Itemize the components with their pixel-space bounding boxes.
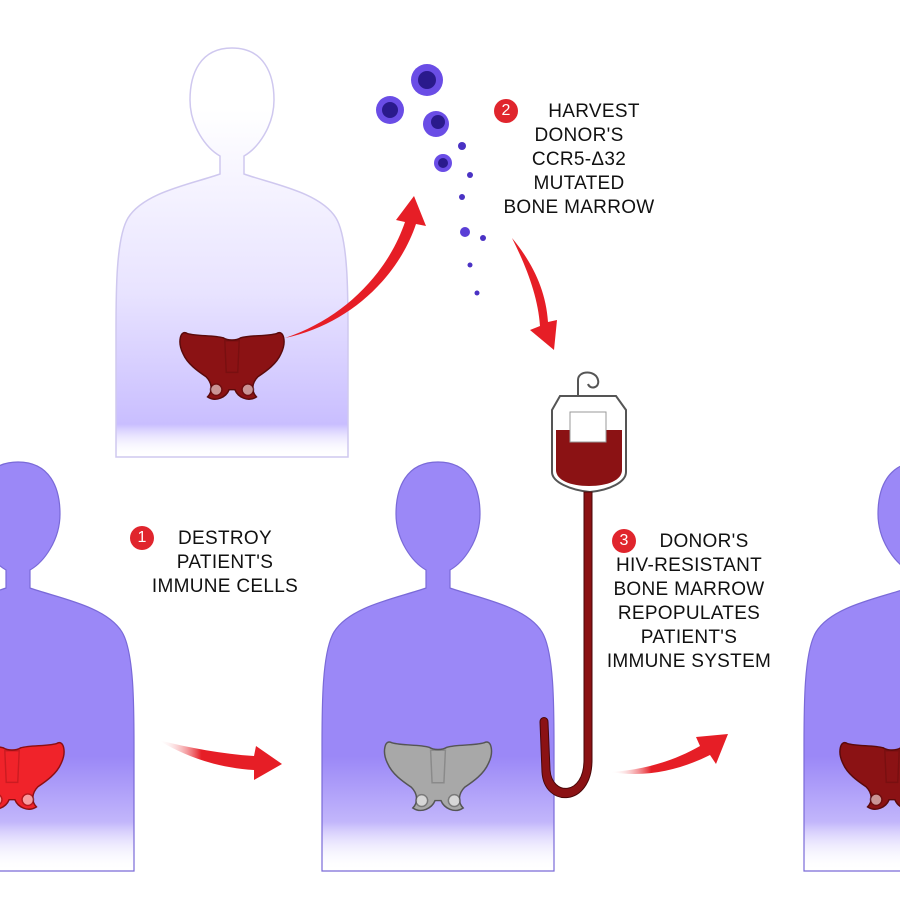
step-3-line: REPOPULATES <box>617 603 761 624</box>
step-1-line: DESTROY <box>178 528 272 549</box>
step-3-line: PATIENT'S <box>640 627 738 648</box>
arrow-cells-to-bag <box>512 238 557 350</box>
step-3-line: HIV-RESISTANT <box>615 555 763 576</box>
step-3-line: IMMUNE SYSTEM <box>606 651 772 672</box>
patient-figure-before <box>0 461 135 872</box>
marrow-cell <box>459 194 465 200</box>
patient-body-before <box>0 461 135 872</box>
step-1-label: DESTROY PATIENT'S IMMUNE CELLS <box>150 527 300 599</box>
marrow-cell <box>376 96 404 124</box>
step-2-label: HARVEST DONOR'S CCR5-Δ32 MUTATED BONE MA… <box>494 100 664 220</box>
iv-tube <box>539 491 593 798</box>
step-2-line: DONOR'S <box>534 125 624 146</box>
marrow-cell <box>480 235 486 241</box>
marrow-cell <box>467 172 473 178</box>
marrow-cell <box>467 262 473 268</box>
step-3-line: BONE MARROW <box>613 579 765 600</box>
patient-figure-conditioned <box>321 461 555 872</box>
step-1-line: IMMUNE CELLS <box>151 576 299 597</box>
donor-body <box>115 47 349 458</box>
step-3-badge: 3 <box>612 529 636 553</box>
step-2-line: MUTATED <box>533 173 625 194</box>
step-2-badge: 2 <box>494 99 518 123</box>
marrow-cell <box>474 290 480 296</box>
step-2-line: HARVEST <box>548 101 640 122</box>
iv-hook <box>577 371 600 396</box>
arrow-step3 <box>610 734 728 775</box>
patient-body-after <box>803 461 900 872</box>
arrow-step1 <box>158 740 282 780</box>
step-2-line: BONE MARROW <box>503 197 655 218</box>
marrow-cell <box>460 227 470 237</box>
step-3-label: DONOR'S HIV-RESISTANT BONE MARROW REPOPU… <box>604 530 774 674</box>
bone-marrow-cells <box>376 64 486 296</box>
step-1-badge: 1 <box>130 526 154 550</box>
patient-body-conditioned <box>321 461 555 872</box>
step-2-line: CCR5-Δ32 <box>531 149 627 170</box>
marrow-cell <box>434 154 452 172</box>
patient-figure-after <box>803 461 900 872</box>
iv-bag <box>539 371 627 798</box>
iv-bag-blood <box>556 430 622 486</box>
arrow-donor-to-cells <box>285 196 426 338</box>
marrow-cell <box>411 64 443 96</box>
marrow-cell <box>423 111 449 137</box>
marrow-cell <box>458 142 466 150</box>
donor-figure <box>115 47 349 458</box>
step-1-line: PATIENT'S <box>176 552 274 573</box>
step-3-line: DONOR'S <box>659 531 749 552</box>
